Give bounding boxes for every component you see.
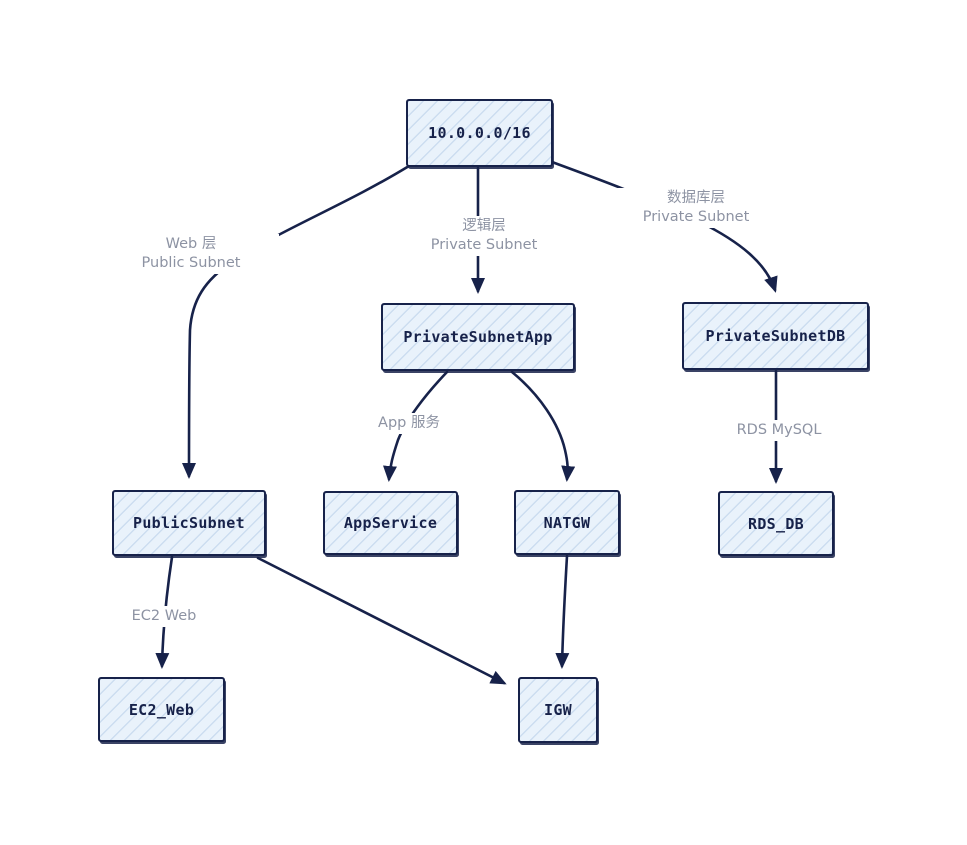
node-private-subnet-db: PrivateSubnetDB — [682, 302, 869, 370]
edge-vpc-to-public-subnet — [182, 164, 411, 479]
node-public-subnet: PublicSubnet — [112, 490, 266, 556]
edge-label-web-tier: Web 层 Public Subnet — [103, 234, 279, 274]
node-vpc-cidr: 10.0.0.0/16 — [406, 99, 553, 167]
edge-private-subnet-app-to-natgw — [510, 370, 576, 482]
edge-private-subnet-app-to-app-service — [383, 370, 449, 482]
edge-public-subnet-to-igw — [256, 556, 507, 685]
node-igw: IGW — [518, 677, 598, 743]
node-app-service: AppService — [323, 491, 458, 555]
node-natgw: NATGW — [514, 490, 620, 555]
node-vpc-cidr-label: 10.0.0.0/16 — [428, 124, 531, 142]
edge-label-logic-tier: 逻辑层 Private Subnet — [400, 216, 568, 256]
node-public-subnet-label: PublicSubnet — [133, 514, 245, 532]
node-rds-db-label: RDS_DB — [748, 514, 804, 533]
edge-natgw-to-igw — [555, 554, 570, 669]
node-app-service-label: AppService — [343, 514, 438, 532]
edge-label-ec2-web: EC2 Web — [112, 606, 216, 627]
node-igw-label: IGW — [544, 701, 572, 719]
node-natgw-label: NATGW — [543, 513, 591, 532]
node-rds-db: RDS_DB — [718, 491, 834, 556]
node-private-subnet-app: PrivateSubnetApp — [381, 303, 575, 371]
edge-label-db-tier: 数据库层 Private Subnet — [612, 188, 780, 228]
node-ec2-web-label: EC2_Web — [128, 700, 195, 719]
edge-label-app-service: App 服务 — [352, 413, 466, 434]
node-private-subnet-app-label: PrivateSubnetApp — [403, 328, 553, 346]
node-ec2-web: EC2_Web — [98, 677, 225, 742]
node-private-subnet-db-label: PrivateSubnetDB — [705, 327, 846, 345]
edge-label-rds-mysql: RDS MySQL — [713, 420, 845, 441]
